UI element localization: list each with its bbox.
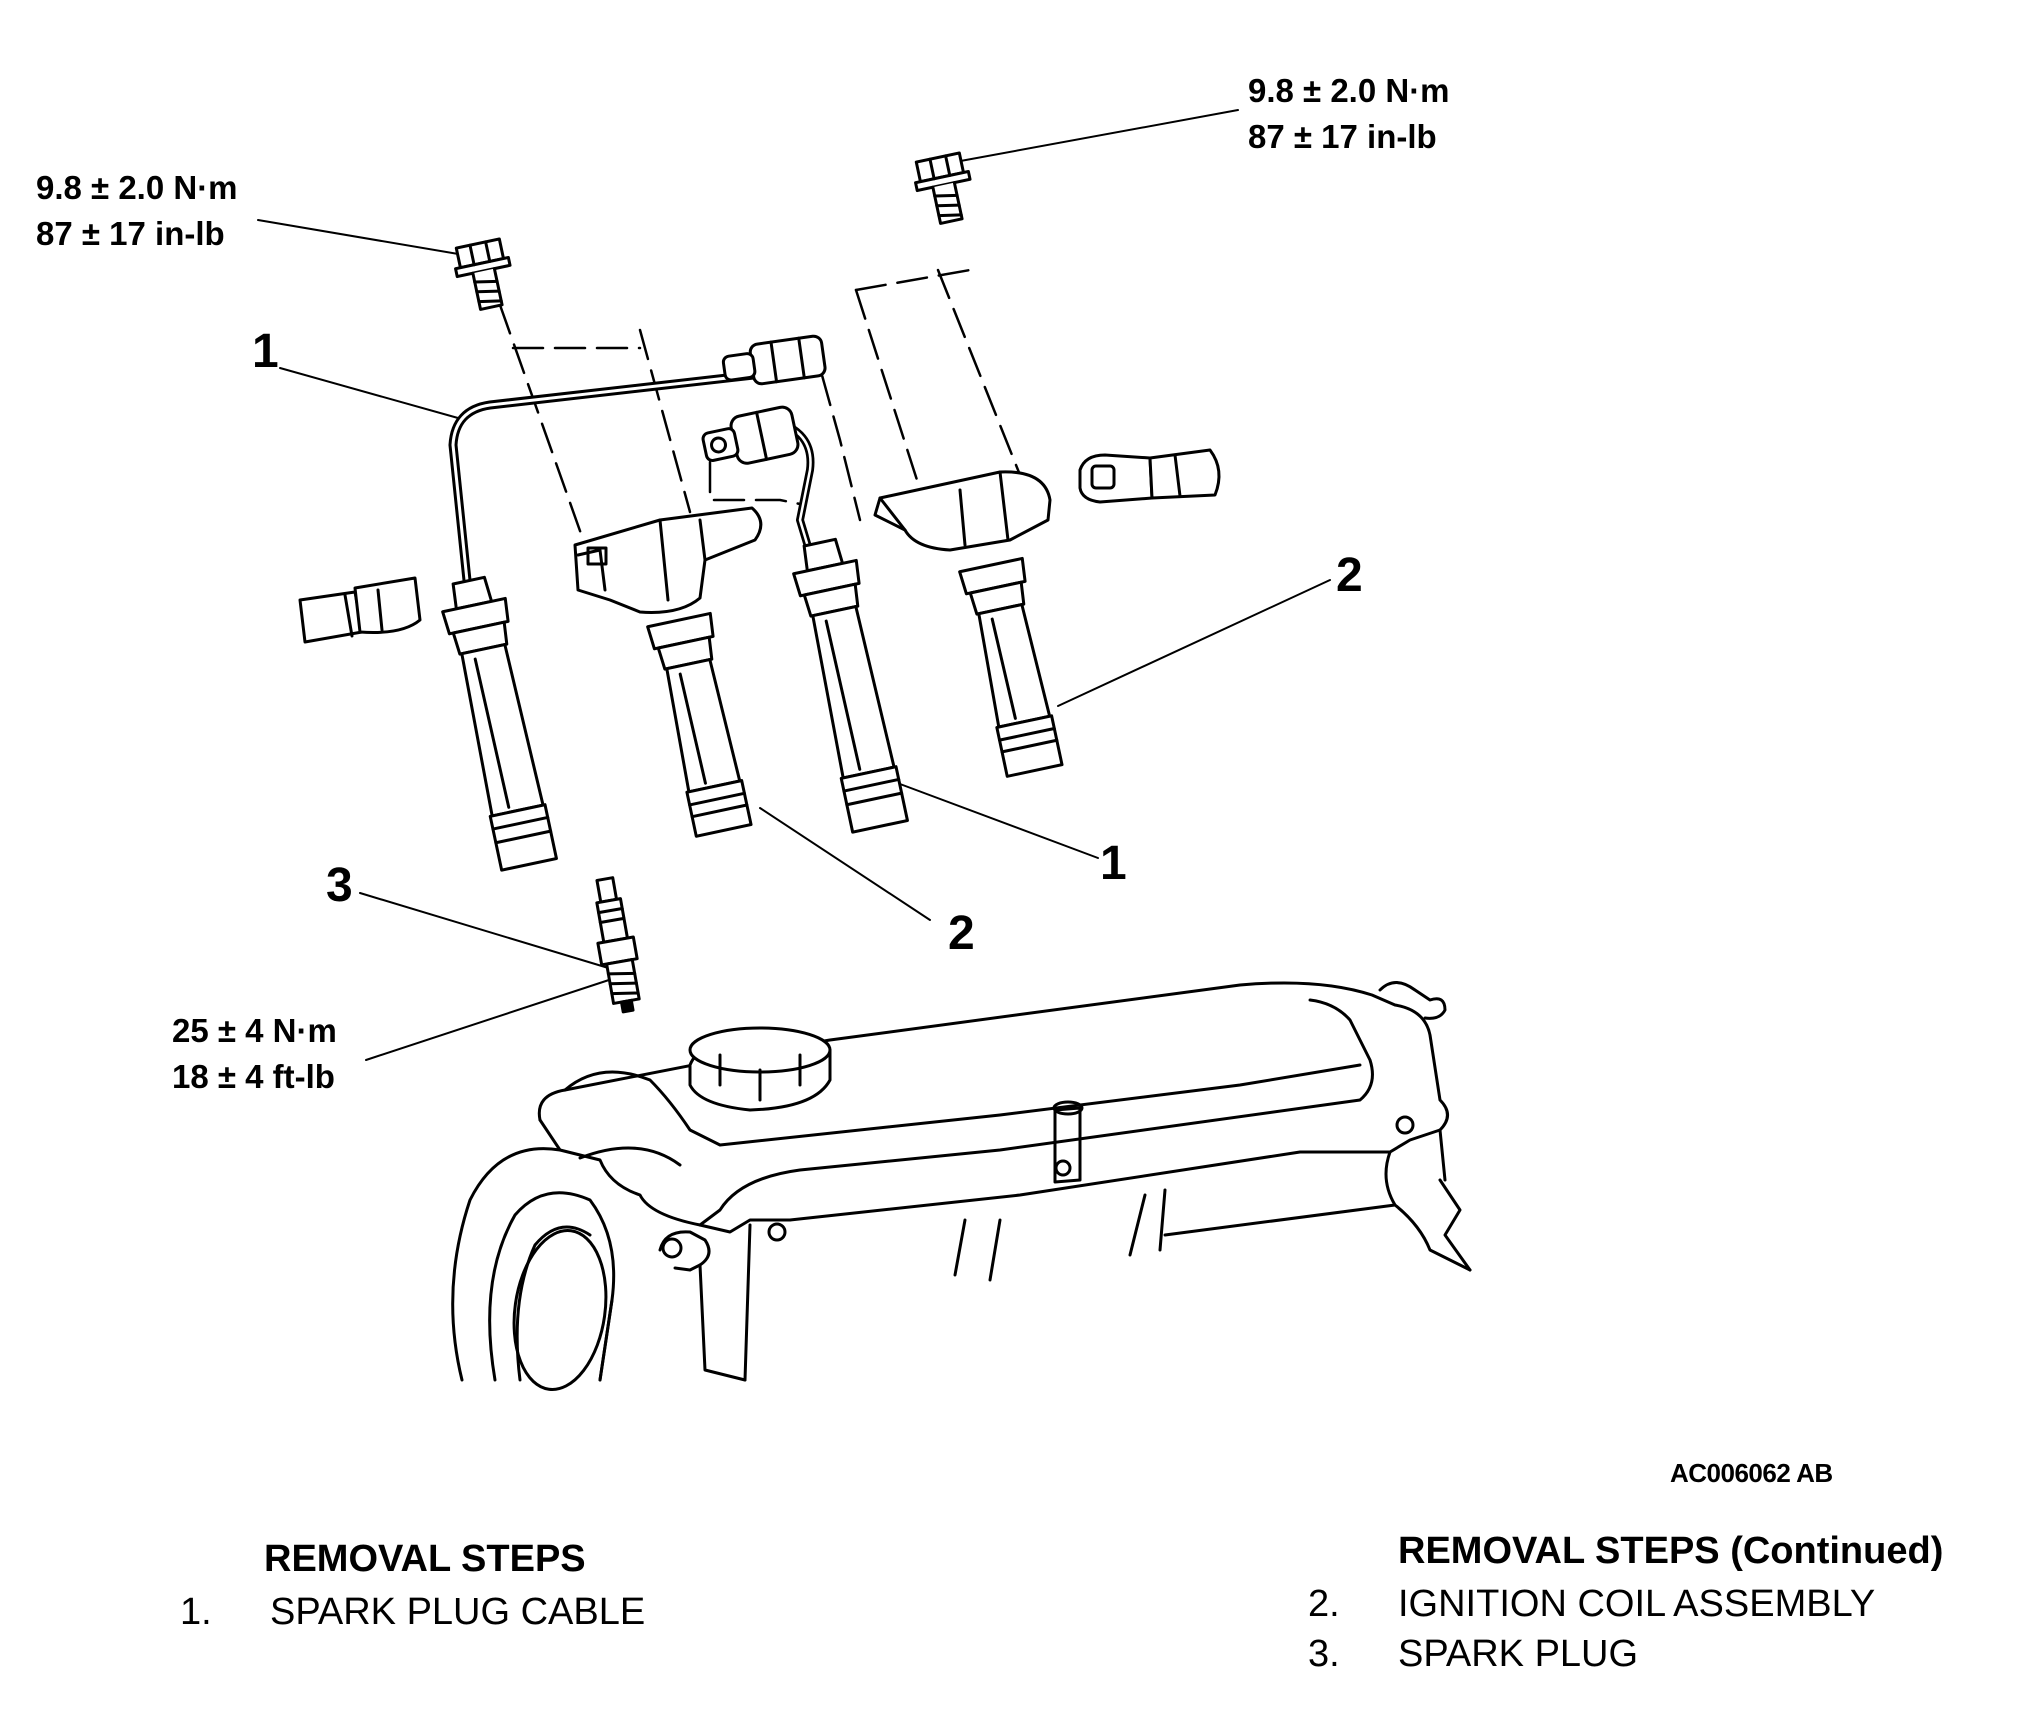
removal-steps-continued-heading: REMOVAL STEPS (Continued) (1398, 1530, 1944, 1572)
removal-steps-heading: REMOVAL STEPS (264, 1538, 586, 1580)
torque-imperial: 87 ± 17 in-lb (1248, 118, 1437, 155)
step-number: 3. (1308, 1633, 1340, 1675)
step-number: 2. (1308, 1583, 1340, 1625)
torque-spec-top-right: 9.8 ± 2.0 N·m 87 ± 17 in-lb (1248, 68, 1450, 160)
connector-right-icon (1078, 448, 1221, 504)
ignition-coil-left (573, 506, 763, 838)
engine-cylinder-head (451, 981, 1472, 1391)
removal-steps: REMOVAL STEPS 1. SPARK PLUG CABLE (180, 1538, 645, 1637)
bolt-right-icon (914, 151, 972, 225)
list-item: 1. SPARK PLUG CABLE (180, 1587, 645, 1637)
spark-plug-icon (595, 876, 641, 1014)
step-label: SPARK PLUG CABLE (270, 1591, 646, 1633)
torque-metric: 25 ± 4 N·m (172, 1012, 337, 1049)
callout-coil-right: 2 (1336, 549, 1363, 602)
torque-metric: 9.8 ± 2.0 N·m (1248, 72, 1450, 109)
list-item: 2. IGNITION COIL ASSEMBLY (1308, 1579, 1943, 1629)
leader-lines (257, 109, 1331, 1061)
torque-spec-top-left: 9.8 ± 2.0 N·m 87 ± 17 in-lb (36, 165, 238, 257)
torque-spec-spark-plug: 25 ± 4 N·m 18 ± 4 ft-lb (172, 1008, 337, 1100)
callout-coil-left: 2 (948, 907, 975, 960)
callout-cable-right: 1 (1100, 837, 1127, 890)
list-item: 3. SPARK PLUG (1308, 1629, 1943, 1679)
torque-imperial: 18 ± 4 ft-lb (172, 1058, 335, 1095)
step-label: IGNITION COIL ASSEMBLY (1398, 1583, 1876, 1625)
connector-left-icon (298, 576, 422, 644)
ignition-coil-right (873, 470, 1064, 778)
spark-plug-cable-left (441, 334, 827, 872)
figure-id: AC006062 AB (1670, 1458, 1833, 1488)
spark-plug-cable-right (701, 405, 909, 834)
torque-imperial: 87 ± 17 in-lb (36, 215, 225, 252)
bolt-left-icon (454, 237, 512, 311)
step-number: 1. (180, 1591, 212, 1633)
callout-spark-plug: 3 (326, 859, 353, 912)
removal-steps-continued: REMOVAL STEPS (Continued) 2. IGNITION CO… (1308, 1530, 1943, 1679)
callout-cable-left: 1 (252, 325, 279, 378)
step-label: SPARK PLUG (1398, 1633, 1639, 1675)
torque-metric: 9.8 ± 2.0 N·m (36, 169, 238, 206)
